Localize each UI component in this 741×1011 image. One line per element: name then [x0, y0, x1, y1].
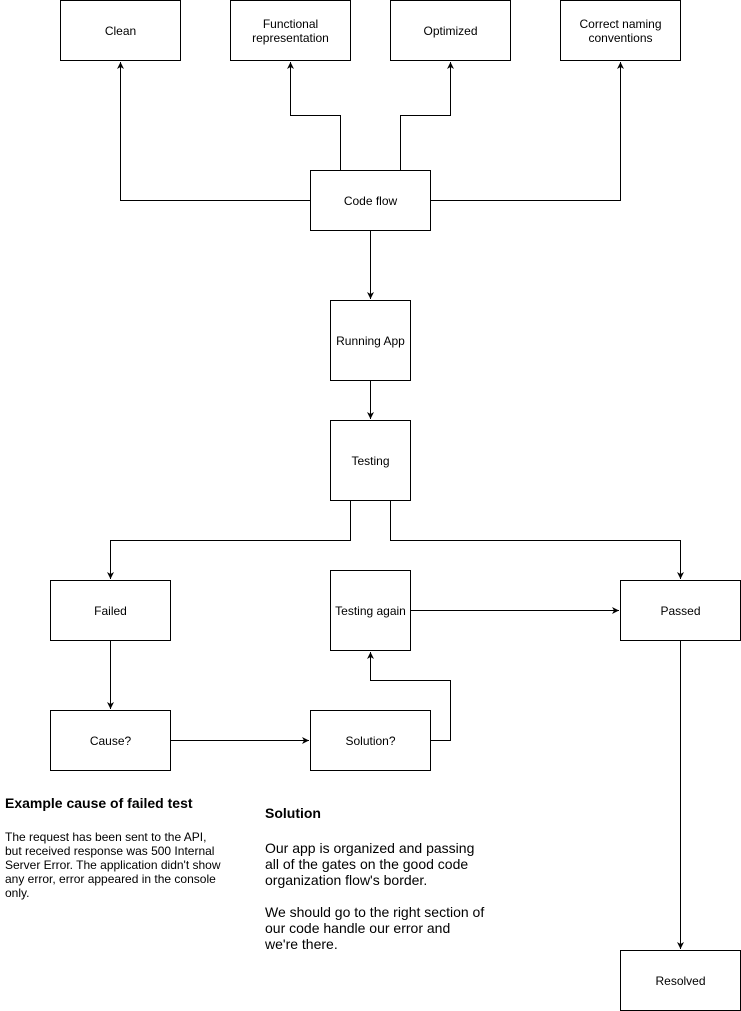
node-functional-representation[interactable]: Functional representation: [230, 0, 351, 61]
node-clean[interactable]: Clean: [60, 0, 181, 61]
node-passed[interactable]: Passed: [620, 580, 741, 641]
edge-code-flow-to-clean: [117, 62, 311, 201]
node-testing-again[interactable]: Testing again: [330, 570, 411, 651]
solution-note-body: Our app is organized and passing all of …: [265, 840, 485, 952]
edge-code-flow-to-naming: [430, 62, 624, 201]
node-running-app[interactable]: Running App: [330, 300, 411, 381]
edge-testing-to-failed: [107, 501, 351, 579]
solution-note: Solution Our app is organized and passin…: [265, 805, 485, 952]
edge-code-flow-to-functional: [287, 62, 341, 170]
example-cause-body: The request has been sent to the API, bu…: [5, 830, 221, 900]
example-cause-note: Example cause of failed test The request…: [5, 795, 225, 900]
node-resolved[interactable]: Resolved: [620, 950, 741, 1011]
node-optimized[interactable]: Optimized: [390, 0, 511, 61]
node-correct-naming-conventions[interactable]: Correct naming conventions: [560, 0, 681, 61]
node-testing[interactable]: Testing: [330, 420, 411, 501]
example-cause-title: Example cause of failed test: [5, 795, 193, 811]
edge-solution-to-testing-again: [367, 652, 451, 741]
node-cause[interactable]: Cause?: [50, 710, 171, 771]
edge-code-flow-to-optimized: [400, 62, 454, 170]
node-failed[interactable]: Failed: [50, 580, 171, 641]
node-code-flow[interactable]: Code flow: [310, 170, 431, 231]
node-solution[interactable]: Solution?: [310, 710, 431, 771]
solution-note-title: Solution: [265, 805, 321, 821]
edge-testing-to-passed: [390, 501, 684, 579]
